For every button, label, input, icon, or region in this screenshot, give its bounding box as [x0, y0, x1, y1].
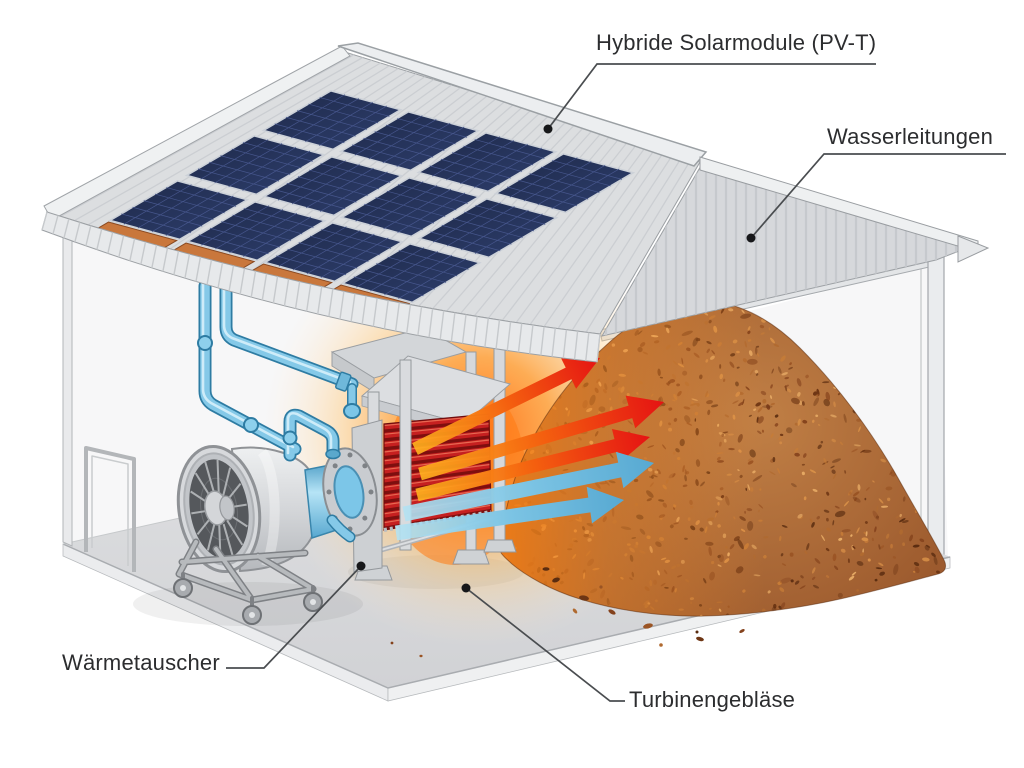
cool-air-arrow — [402, 451, 654, 522]
water-pipes — [197, 271, 361, 462]
airflow-arrows — [394, 358, 664, 541]
label-solar-modules: Hybride Solarmodule (PV-T) — [596, 30, 877, 55]
ridge-cap — [337, 42, 708, 167]
dot-turbine — [461, 583, 471, 593]
label-heat-exchanger: Wärmetauscher — [62, 650, 220, 675]
fascia-ribs — [41, 211, 601, 363]
dot-water — [746, 233, 756, 243]
leader-water — [750, 153, 1006, 239]
corner-post — [927, 253, 945, 561]
left-wall-edge — [62, 236, 73, 547]
hot-air-arrow — [418, 395, 664, 481]
caster-wheels — [173, 572, 323, 625]
turbine-fan — [176, 444, 319, 574]
leader-solar — [547, 63, 876, 130]
fan-spokes — [190, 459, 248, 559]
cool-air-arrow — [394, 486, 624, 541]
label-turbine-fan: Turbinengebläse — [629, 687, 796, 712]
label-leaders — [226, 63, 1006, 702]
label-dots — [356, 124, 756, 593]
hot-air-arrow — [412, 358, 600, 455]
dot-solar — [543, 124, 553, 134]
hot-air-arrow — [415, 428, 650, 502]
label-water-pipes: Wasserleitungen — [827, 124, 994, 149]
eave-tip — [957, 235, 990, 263]
leader-heat-exchanger — [226, 565, 362, 669]
scattered-chips — [390, 567, 940, 658]
fan-cart — [173, 538, 323, 625]
solar-panel-array — [94, 89, 636, 312]
fan-coupling — [304, 447, 378, 543]
leader-turbine — [465, 587, 625, 702]
pipe-fittings — [197, 335, 361, 460]
door-frame — [84, 446, 136, 572]
dot-heat-exchanger — [356, 561, 366, 571]
